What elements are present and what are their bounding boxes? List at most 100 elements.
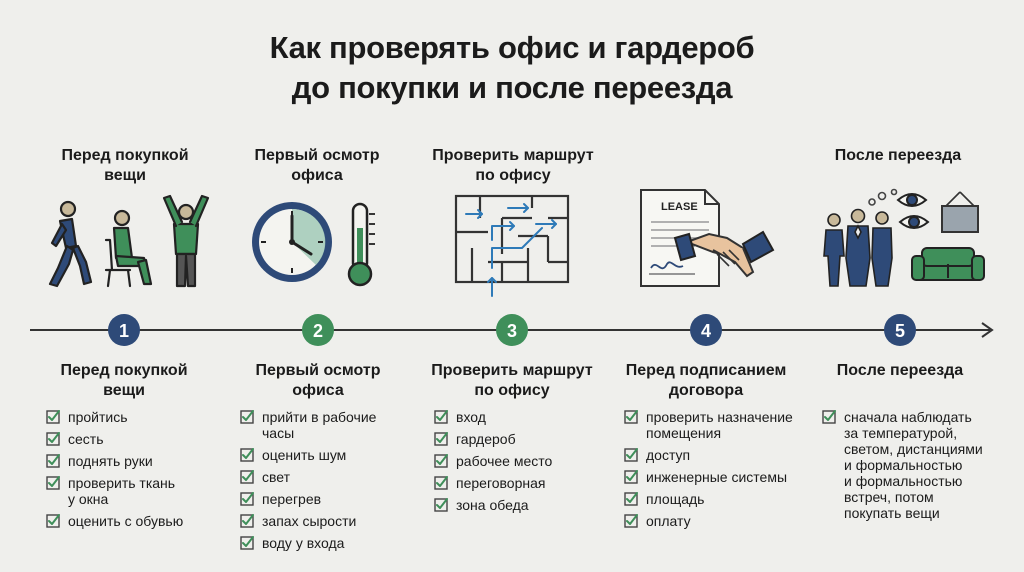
top-label-3-text: Проверить маршрут по офису bbox=[432, 147, 594, 184]
step-marker-4: 4 bbox=[690, 314, 722, 346]
people-activity-icon bbox=[48, 194, 210, 288]
checklist-item-text: перегрев bbox=[262, 491, 322, 507]
checkbox-checked-icon bbox=[434, 410, 448, 424]
step-title-4-text: Перед подписанием договора bbox=[625, 362, 787, 399]
checklist-item-text: сесть bbox=[68, 431, 104, 447]
checklist-item: рабочее место bbox=[434, 453, 604, 469]
checklist-item-text: пройтись bbox=[68, 409, 128, 425]
checkbox-checked-icon bbox=[822, 410, 836, 424]
checklist-item: инженерные системы bbox=[624, 469, 814, 485]
checklist-item: площадь bbox=[624, 491, 814, 507]
page-title: Как проверять офис и гардероб до покупки… bbox=[0, 28, 1024, 108]
step-title-3-text: Проверить маршрут по офису bbox=[431, 362, 593, 399]
step-marker-3: 3 bbox=[496, 314, 528, 346]
checkbox-checked-icon bbox=[46, 454, 60, 468]
checklist-step-3: вход гардероб рабочее место переговорная зон… bbox=[434, 409, 604, 519]
step-marker-5: 5 bbox=[884, 314, 916, 346]
step-number-5: 5 bbox=[895, 321, 905, 341]
step-number-1: 1 bbox=[119, 321, 129, 341]
top-label-1-text: Перед покупкой вещи bbox=[61, 147, 189, 184]
checklist-item-text: запах сырости bbox=[262, 513, 357, 529]
top-label-5-text: После переезда bbox=[834, 147, 962, 164]
step-number-2: 2 bbox=[313, 321, 323, 341]
checkbox-checked-icon bbox=[434, 498, 448, 512]
checkbox-checked-icon bbox=[624, 514, 638, 528]
checkbox-checked-icon bbox=[434, 476, 448, 490]
checklist-item: доступ bbox=[624, 447, 814, 463]
office-observation-icon bbox=[823, 188, 985, 287]
checklist-item-text: прийти в рабочие часы bbox=[262, 409, 377, 441]
checklist-item: сначала наблюдать за температурой, свето… bbox=[822, 409, 1002, 521]
step-number-4: 4 bbox=[701, 321, 711, 341]
checkbox-checked-icon bbox=[240, 410, 254, 424]
checkbox-checked-icon bbox=[240, 514, 254, 528]
checkbox-checked-icon bbox=[46, 410, 60, 424]
checklist-item: оценить шум bbox=[240, 447, 410, 463]
checklist-item-text: гардероб bbox=[456, 431, 516, 447]
lease-label: LEASE bbox=[661, 201, 698, 213]
checklist-item: пройтись bbox=[46, 409, 216, 425]
checklist-step-2: прийти в рабочие часы оценить шум свет пере… bbox=[240, 409, 410, 557]
checkbox-checked-icon bbox=[46, 514, 60, 528]
checkbox-checked-icon bbox=[434, 454, 448, 468]
checkbox-checked-icon bbox=[240, 470, 254, 484]
timeline: 1 2 3 4 5 bbox=[30, 314, 994, 346]
checklist-item: зона обеда bbox=[434, 497, 604, 513]
checklist-item: вход bbox=[434, 409, 604, 425]
step-title-4: Перед подписанием договора bbox=[606, 361, 806, 401]
timeline-arrow-icon bbox=[981, 322, 994, 338]
checklist-item-text: инженерные системы bbox=[646, 469, 788, 485]
checklist-item-text: поднять руки bbox=[68, 453, 153, 469]
checkbox-checked-icon bbox=[434, 432, 448, 446]
step-title-2: Первый осмотр офиса bbox=[218, 361, 418, 401]
step-marker-2: 2 bbox=[302, 314, 334, 346]
title-line-1: Как проверять офис и гардероб bbox=[269, 30, 755, 65]
top-label-5: После переезда bbox=[803, 146, 993, 166]
checklist-item: свет bbox=[240, 469, 410, 485]
step-title-5: После переезда bbox=[800, 361, 1000, 381]
checklist-item-text: проверить ткань у окна bbox=[68, 475, 176, 507]
checkbox-checked-icon bbox=[240, 536, 254, 550]
step-title-1: Перед покупкой вещи bbox=[24, 361, 224, 401]
title-line-2: до покупки и после переезда bbox=[291, 70, 733, 105]
checklist-step-5: сначала наблюдать за температурой, свето… bbox=[822, 409, 1002, 527]
checklist-item-text: переговорная bbox=[456, 475, 546, 491]
checklist-item: запах сырости bbox=[240, 513, 410, 529]
top-label-2-text: Первый осмотр офиса bbox=[254, 147, 380, 184]
checklist-item: оплату bbox=[624, 513, 814, 529]
checklist-item: проверить ткань у окна bbox=[46, 475, 216, 507]
checkbox-checked-icon bbox=[46, 432, 60, 446]
floor-plan-icon bbox=[454, 194, 570, 297]
checklist-item-text: площадь bbox=[646, 491, 705, 507]
checklist-item-text: сначала наблюдать за температурой, свето… bbox=[844, 409, 983, 521]
step-title-5-text: После переезда bbox=[836, 362, 964, 379]
checklist-item-text: проверить назначение помещения bbox=[646, 409, 793, 441]
checklist-item: проверить назначение помещения bbox=[624, 409, 814, 441]
checklist-step-4: проверить назначение помещения доступ инже… bbox=[624, 409, 814, 535]
step-title-2-text: Первый осмотр офиса bbox=[255, 362, 381, 399]
checklist-item: перегрев bbox=[240, 491, 410, 507]
checkbox-checked-icon bbox=[624, 410, 638, 424]
checklist-step-1: пройтись сесть поднять руки проверить ткань… bbox=[46, 409, 216, 535]
top-label-1: Перед покупкой вещи bbox=[30, 146, 220, 186]
checklist-item-text: доступ bbox=[646, 447, 691, 463]
checklist-item-text: зона обеда bbox=[456, 497, 529, 513]
checklist-item-text: оценить с обувью bbox=[68, 513, 184, 529]
checklist-item-text: воду у входа bbox=[262, 535, 345, 551]
checklist-item: воду у входа bbox=[240, 535, 410, 551]
checkbox-checked-icon bbox=[624, 470, 638, 484]
checkbox-checked-icon bbox=[624, 448, 638, 462]
step-title-1-text: Перед покупкой вещи bbox=[60, 362, 188, 399]
checklist-item: прийти в рабочие часы bbox=[240, 409, 410, 441]
step-marker-1: 1 bbox=[108, 314, 140, 346]
checkbox-checked-icon bbox=[46, 476, 60, 490]
checklist-item: гардероб bbox=[434, 431, 604, 447]
checkbox-checked-icon bbox=[240, 492, 254, 506]
checklist-item-text: вход bbox=[456, 409, 486, 425]
step-number-3: 3 bbox=[507, 321, 517, 341]
checklist-item-text: оценить шум bbox=[262, 447, 347, 463]
checklist-item: оценить с обувью bbox=[46, 513, 216, 529]
checklist-item-text: рабочее место bbox=[456, 453, 553, 469]
lease-handshake-icon: LEASE bbox=[640, 189, 775, 287]
checkbox-checked-icon bbox=[240, 448, 254, 462]
